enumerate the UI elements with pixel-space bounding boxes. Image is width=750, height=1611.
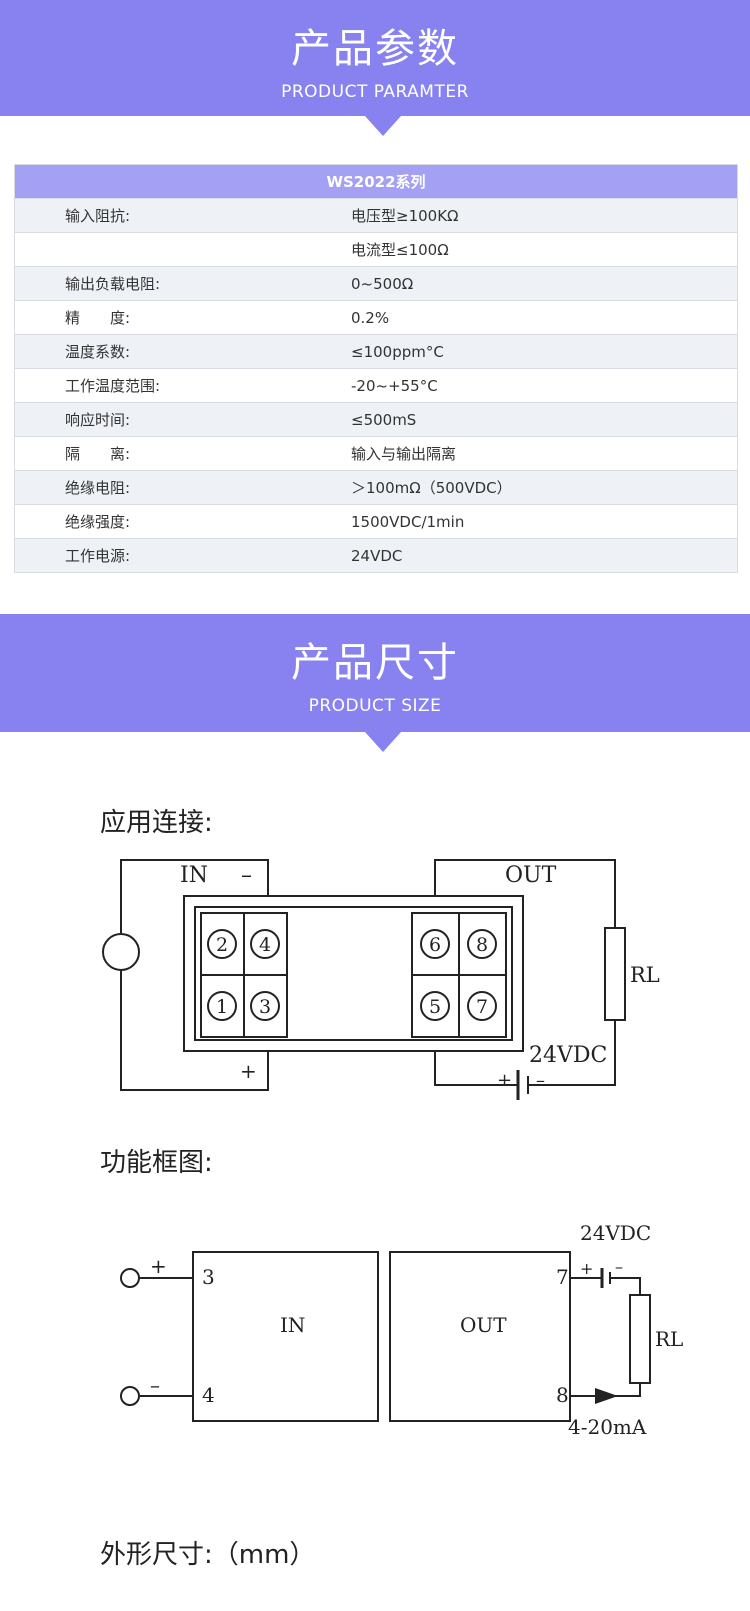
table-row: 输入阻抗: 电压型≥100KΩ [15, 198, 737, 232]
section-subtitle: PRODUCT SIZE [308, 696, 442, 716]
terminal-4: 4 [259, 934, 271, 956]
load-resistor-icon [604, 927, 626, 1021]
param-value: 24VDC [351, 546, 403, 565]
input-minus-terminal-icon [120, 1386, 140, 1406]
param-value: ≤500mS [351, 410, 417, 429]
table-row: 绝缘强度: 1500VDC/1min [15, 504, 737, 538]
signal-source-icon [102, 933, 140, 971]
input-plus-terminal-icon [120, 1268, 140, 1288]
function-heading: 功能框图: [100, 1148, 213, 1178]
param-value: ≤100ppm°C [351, 342, 444, 361]
table-row: 绝缘电阻: ＞100mΩ（500VDC） [15, 470, 737, 504]
arrow-icon [595, 1388, 618, 1404]
param-value: -20~+55°C [351, 376, 438, 395]
in-block-label: IN [280, 1313, 305, 1337]
table-row: 响应时间: ≤500mS [15, 402, 737, 436]
section-title: 产品尺寸 [291, 640, 459, 686]
param-label: 精 度: [65, 309, 131, 327]
battery-minus-label: – [536, 1070, 545, 1091]
param-label: 隔 离: [65, 445, 131, 463]
param-value: 0~500Ω [351, 274, 414, 293]
terminal-2: 2 [216, 934, 228, 956]
rl-label: RL [630, 963, 660, 987]
terminal-7: 7 [476, 996, 488, 1018]
table-row: 输出负载电阻: 0~500Ω [15, 266, 737, 300]
param-value: 1500VDC/1min [351, 512, 465, 531]
pin-7-label: 7 [556, 1265, 569, 1289]
function-block-diagram: + – 3 4 7 8 IN OUT 24VDC RL 4-20mA + – [120, 1221, 683, 1439]
out-block-label: OUT [460, 1313, 507, 1337]
table-row: 工作温度范围: -20~+55°C [15, 368, 737, 402]
battery-plus-label: + [497, 1070, 512, 1091]
param-label: 输入阻抗: [65, 207, 131, 225]
table-row: 精 度: 0.2% [15, 300, 737, 334]
pin-3-label: 3 [202, 1265, 215, 1289]
param-value: ＞100mΩ（500VDC） [351, 479, 512, 497]
param-label: 绝缘强度: [65, 513, 131, 531]
dimension-heading: 外形尺寸:（mm） [100, 1540, 316, 1570]
load-resistor-icon [629, 1294, 651, 1384]
battery-plus-label: + [580, 1259, 593, 1278]
rl-label: RL [655, 1327, 683, 1351]
out-label: OUT [505, 863, 557, 888]
table-row: 隔 离: 输入与输出隔离 [15, 436, 737, 470]
param-label: 工作电源: [65, 547, 131, 565]
terminal-8: 8 [476, 934, 488, 956]
terminal-3: 3 [259, 996, 271, 1018]
pin-4-label: 4 [202, 1383, 215, 1407]
param-label: 输出负载电阻: [65, 275, 161, 293]
param-label: 响应时间: [65, 411, 131, 429]
terminal-6: 6 [429, 934, 441, 956]
input-block [192, 1251, 379, 1422]
banner-notch [365, 732, 401, 752]
section-banner-size: 产品尺寸 PRODUCT SIZE [0, 614, 750, 752]
table-row: 温度系数: ≤100ppm°C [15, 334, 737, 368]
power-label: 24VDC [529, 1043, 607, 1068]
in-plus-label: + [240, 1059, 257, 1083]
table-header: WS2022系列 [15, 165, 737, 198]
param-label: 温度系数: [65, 343, 131, 361]
power-label: 24VDC [580, 1221, 651, 1245]
input-plus-label: + [150, 1254, 167, 1278]
in-minus-label: – [241, 863, 252, 888]
table-row: 工作电源: 24VDC [15, 538, 737, 572]
connection-diagram: IN – + OUT RL 24VDC + – 2 4 1 3 6 8 5 7 [102, 859, 660, 1100]
terminal-1: 1 [216, 996, 228, 1018]
section-banner-parameters: 产品参数 PRODUCT PARAMTER [0, 0, 750, 136]
section-subtitle: PRODUCT PARAMTER [281, 82, 469, 102]
connection-heading: 应用连接: [100, 808, 213, 838]
pin-8-label: 8 [556, 1383, 569, 1407]
terminal-5: 5 [429, 996, 441, 1018]
current-label: 4-20mA [568, 1415, 647, 1439]
banner-notch [365, 116, 401, 136]
input-minus-label: – [150, 1373, 160, 1397]
param-label: 工作温度范围: [65, 377, 161, 395]
table-row: 电流型≤100Ω [15, 232, 737, 266]
section-title: 产品参数 [291, 26, 459, 72]
parameter-table: WS2022系列 输入阻抗: 电压型≥100KΩ 电流型≤100Ω 输出负载电阻: 0~… [14, 164, 738, 573]
output-block [389, 1251, 571, 1422]
param-value: 0.2% [351, 308, 390, 327]
in-label: IN [180, 863, 208, 888]
param-value: 输入与输出隔离 [351, 445, 457, 463]
param-label: 绝缘电阻: [65, 479, 131, 497]
param-value: 电流型≤100Ω [351, 241, 449, 259]
battery-minus-label: – [615, 1257, 623, 1276]
param-value: 电压型≥100KΩ [351, 207, 459, 225]
